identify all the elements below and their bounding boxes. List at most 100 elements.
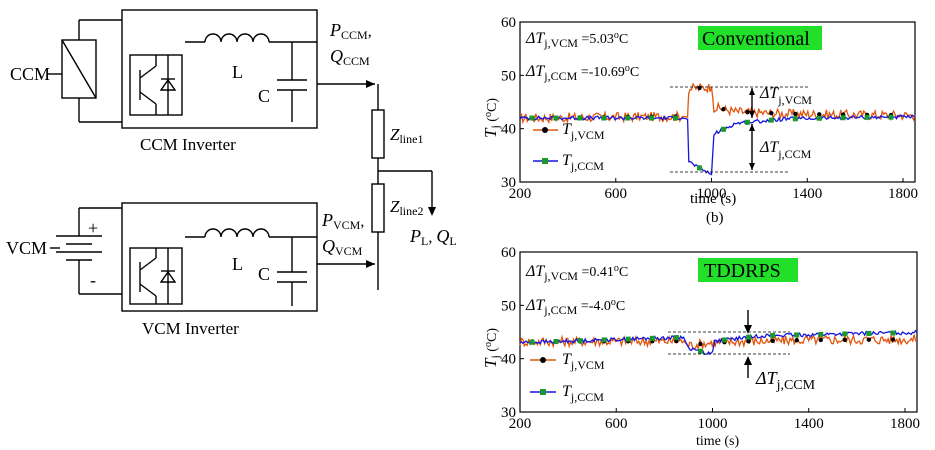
annotation-vcm: ΔTj,VCM =5.03oC [525,30,628,50]
series-marker [842,337,848,343]
series-marker [816,115,822,121]
ccm-inverter-box [121,9,318,129]
series-line [519,329,918,355]
x-tick-label: 1000 [697,416,727,432]
x-tick-label: 600 [605,186,628,202]
y-tick-label: 50 [501,68,516,84]
series-marker [817,112,822,117]
delta-vcm-label: ΔTj,VCM [759,85,812,107]
series-marker [673,335,679,341]
p-vcm-label: PVCM, [321,210,364,232]
series-marker [577,115,583,121]
inductor-label: L [232,254,243,274]
legend: Tj,VCM Tj,CCM [530,351,605,404]
series-marker [744,119,750,125]
capacitor-icon [277,42,307,122]
series-marker [721,107,726,112]
method-badge [698,258,798,282]
z-line1-resistor [371,109,385,159]
z-line2-label: Zline2 [390,197,423,218]
series-marker [888,114,894,120]
plot-frame [519,21,916,183]
delta-ccm-label: ΔTj,CCM [755,368,816,393]
battery-minus-label: - [90,270,96,290]
battery-plus-label: + [88,218,98,238]
series-marker [890,337,896,342]
q-ccm-label: QCCM [330,46,370,68]
annotation-ccm: ΔTj,CCM =-10.69oC [525,63,639,83]
capacitor-label: C [258,264,270,284]
series-marker [601,337,607,343]
load-label: PL, QL [409,226,457,248]
y-tick-label: 30 [501,175,516,191]
x-tick-label: 200 [509,416,532,432]
series-marker [601,115,607,121]
p-ccm-label: PCCM, [329,20,372,42]
y-axis-label: Tj (oC) [481,328,502,368]
y-tick-label: 60 [501,15,516,31]
series-marker [890,330,896,336]
annotation-vcm: ΔTj,VCM =0.41oC [525,263,628,283]
series-marker [625,115,631,121]
legend-ccm: Tj,CCM [562,383,604,404]
legend: Tj,VCM Tj,CCM [533,121,605,173]
series-marker [746,339,751,344]
x-tick-label: 1000 [697,186,727,202]
series-marker [866,337,872,342]
series-marker [697,85,702,91]
capacitor-icon [277,237,307,306]
panel-label: (b) [706,210,724,226]
series-marker [793,111,798,117]
q-vcm-label: QVCM [322,236,363,258]
inductor-label: L [232,62,243,82]
x-axis-label: time (s) [690,191,736,207]
legend-vcm: Tj,VCM [562,121,605,142]
series-marker [770,332,776,338]
series-marker [720,126,726,132]
series-marker [697,348,703,354]
series-marker [794,338,799,343]
inductor-icon [185,33,317,43]
series-marker [842,331,848,337]
x-tick-label: 1400 [794,416,824,432]
y-tick-label: 60 [501,245,516,261]
series-marker [529,115,535,121]
series-marker [649,335,655,341]
z-line1-label: Zline1 [390,125,423,146]
capacitor-label: C [258,86,270,106]
vcm-inverter-box [121,202,318,312]
series-line [519,114,916,176]
series-marker [649,115,655,121]
x-tick-label: 1800 [888,186,918,202]
igbt-switch-icon [129,54,183,116]
series-marker [769,111,774,116]
series-marker [529,339,535,345]
series-marker [553,115,559,121]
y-tick-label: 40 [501,122,516,138]
inductor-icon [185,228,317,238]
x-tick-label: 1400 [792,186,822,202]
pv-panel-icon [61,19,122,123]
series-marker [697,165,703,171]
series-marker [698,341,703,347]
series-marker [840,115,846,121]
series-marker [673,115,679,121]
battery-icon [56,207,122,295]
y-tick-label: 50 [501,298,516,314]
series-marker [553,338,559,344]
series-marker [746,334,752,340]
series-marker [625,336,631,342]
vcm-inverter-label: VCM Inverter [142,319,239,338]
vcm-label: VCM [6,238,47,258]
circuit-diagram: CCM L C CCM Inv [6,9,457,338]
x-axis-label: time (s) [696,434,739,449]
method-badge [698,26,822,50]
delta-ccm-label: ΔTj,CCM [759,139,812,161]
z-line2-resistor [371,183,385,233]
legend-vcm: Tj,VCM [562,351,605,372]
series-marker [770,338,775,343]
series-marker [768,117,774,123]
